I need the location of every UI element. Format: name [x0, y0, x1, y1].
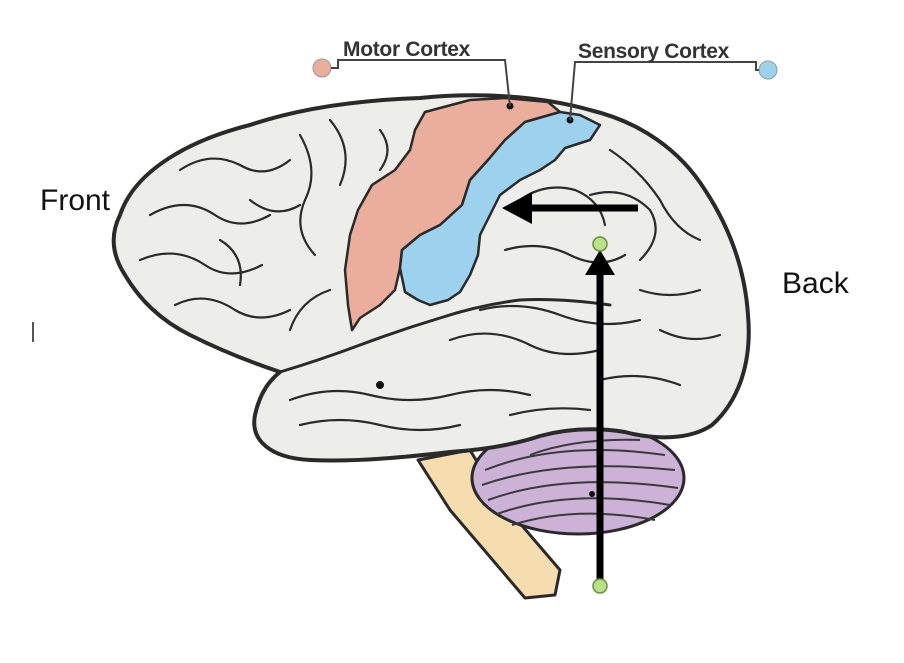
- brainstem: [416, 448, 562, 600]
- brain-marker-dot: [376, 381, 384, 389]
- arrow-start-handle[interactable]: [592, 578, 608, 594]
- motor-cortex-marker: [312, 58, 332, 78]
- back-label: Back: [782, 267, 849, 300]
- motor-cortex-label: Motor Cortex: [343, 38, 471, 61]
- sensory-cortex-region: [398, 110, 602, 307]
- brain-marker-dot: [589, 491, 595, 497]
- up-arrow-icon[interactable]: [585, 236, 615, 594]
- front-label: Front: [40, 184, 111, 217]
- text-cursor: [32, 322, 34, 342]
- motor-cortex-leader: [312, 58, 511, 107]
- arrow-end-handle[interactable]: [592, 236, 608, 252]
- sensory-cortex-label: Sensory Cortex: [578, 40, 730, 63]
- brain-folds: [138, 118, 722, 432]
- left-arrow-icon: [502, 192, 638, 224]
- cerebellum-folds: [481, 438, 679, 526]
- sensory-cortex-marker: [758, 60, 778, 80]
- sensory-cortex-leader: [569, 60, 778, 121]
